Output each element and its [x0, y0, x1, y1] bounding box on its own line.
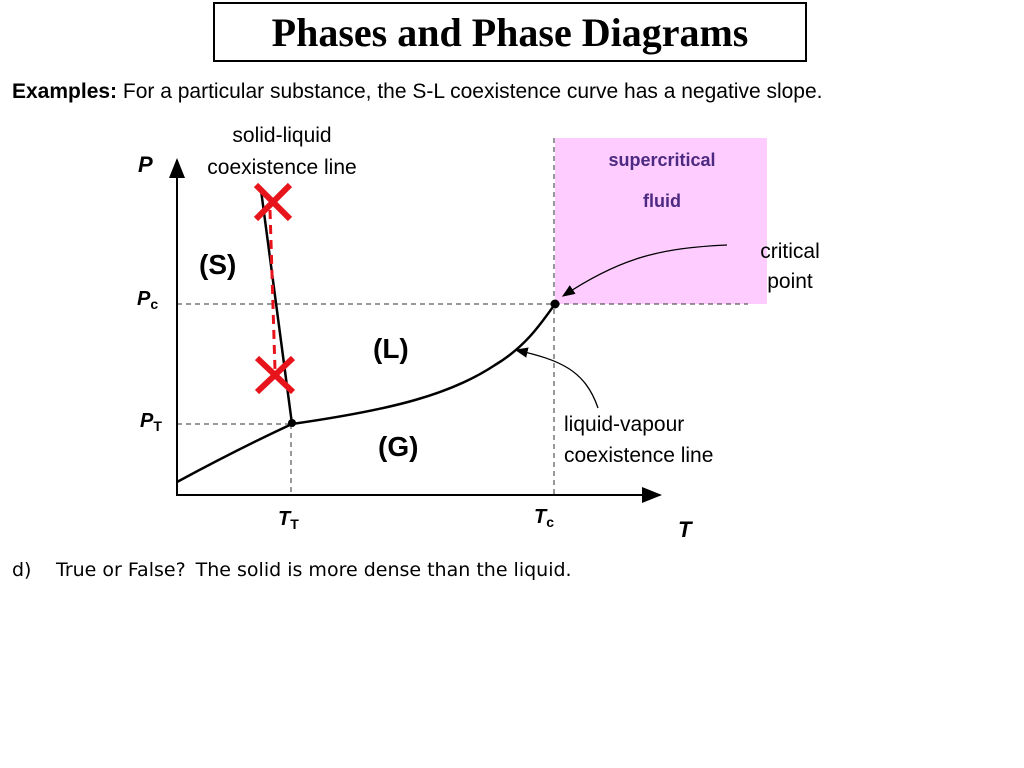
question-prefix: True or False?: [56, 559, 186, 581]
pt-label: PT: [140, 410, 162, 434]
supercritical-label-line1: supercritical: [608, 150, 715, 170]
question-number: d): [12, 559, 32, 581]
pt-sub: T: [153, 418, 162, 434]
tt-main: T: [278, 508, 292, 530]
lv-label-line1: liquid-vapour: [564, 413, 684, 436]
title-box: Phases and Phase Diagrams: [213, 2, 807, 62]
critical-point: [550, 299, 560, 309]
critical-point-label-line2: point: [767, 270, 813, 293]
sl-label-line1: solid-liquid: [232, 124, 331, 147]
tc-sub: c: [546, 514, 554, 530]
examples-label: Examples:: [12, 80, 118, 103]
pc-sub: c: [150, 296, 158, 312]
tc-label: Tc: [534, 506, 554, 530]
examples-line: Examples: For a particular substance, th…: [12, 80, 823, 104]
question-text: The solid is more dense than the liquid.: [195, 559, 572, 581]
examples-text: For a particular substance, the S-L coex…: [117, 80, 823, 103]
cross-icon: [254, 355, 296, 395]
tt-label: TT: [278, 508, 299, 532]
slide-title: Phases and Phase Diagrams: [271, 9, 749, 55]
supercritical-region: [555, 138, 767, 304]
axis-p-label: P: [138, 152, 153, 177]
sublimation-curve: [176, 422, 293, 484]
triple-point: [288, 419, 296, 427]
critical-point-arrow: [561, 244, 728, 297]
region-liquid-label: (L): [373, 333, 409, 364]
question-d: d) True or False? The solid is more dense …: [12, 559, 572, 581]
liquid-vapour-arrow: [514, 347, 599, 409]
supercritical-label-line2: fluid: [643, 191, 681, 211]
region-solid-label: (S): [199, 249, 236, 280]
axis-t-label: T: [678, 517, 693, 542]
pt-main: P: [140, 410, 154, 432]
region-gas-label: (G): [378, 431, 418, 462]
liquid-vapour-curve: [291, 303, 557, 426]
incorrect-dashed-line: [268, 209, 277, 371]
cross-icon: [253, 182, 293, 222]
tt-sub: T: [290, 516, 299, 532]
critical-point-label-line1: critical: [760, 240, 820, 263]
lv-label-line2: coexistence line: [564, 444, 713, 467]
pc-label: Pc: [137, 288, 158, 312]
pc-main: P: [137, 288, 151, 310]
sl-label-line2: coexistence line: [207, 156, 356, 179]
tc-main: T: [534, 506, 548, 528]
